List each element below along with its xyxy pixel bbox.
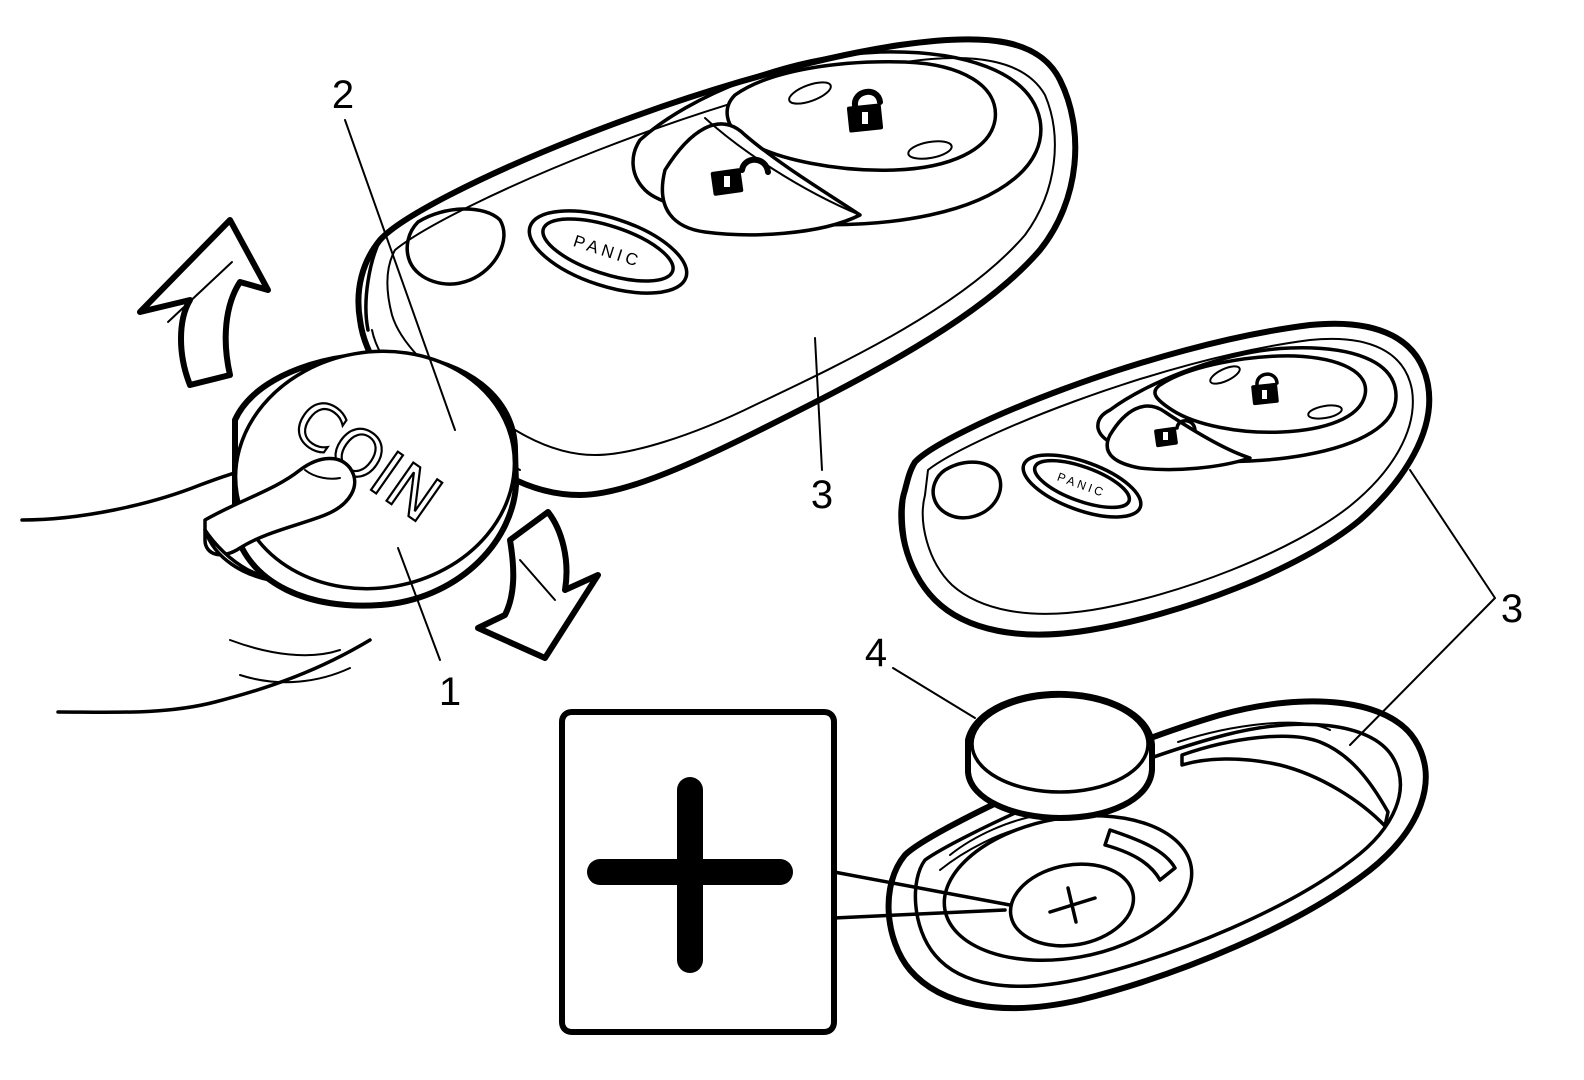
plus-icon: [587, 777, 793, 973]
unlock-icon: [1154, 419, 1197, 448]
fob-bottom-shell: [885, 698, 1429, 1012]
small-panic-button: [1032, 458, 1132, 510]
polarity-inset: [559, 709, 1012, 1035]
panic-button: [541, 217, 675, 283]
callouts: 2 1 3 3 4: [332, 73, 1523, 746]
small-unlock-button: [1105, 404, 1252, 472]
callout-1: 1: [439, 670, 461, 714]
small-key-fob-cover: PANIC: [898, 320, 1433, 638]
lock-icon: [1251, 372, 1279, 406]
large-key-fob: PANIC: [355, 36, 1079, 498]
arrow-up-icon: [137, 217, 271, 388]
coin-battery: [965, 690, 1155, 821]
callout-2: 2: [332, 73, 354, 117]
thumb: [203, 456, 357, 557]
arrow-down-icon: [475, 509, 601, 661]
callout-3-large: 3: [811, 473, 833, 517]
unlock-icon: [710, 156, 771, 196]
coin-tool: COIN: [232, 349, 519, 609]
battery-plus-icon: [1048, 886, 1097, 924]
lock-icon: [846, 89, 884, 133]
callout-4: 4: [865, 631, 887, 675]
callout-3-small: 3: [1501, 587, 1523, 631]
